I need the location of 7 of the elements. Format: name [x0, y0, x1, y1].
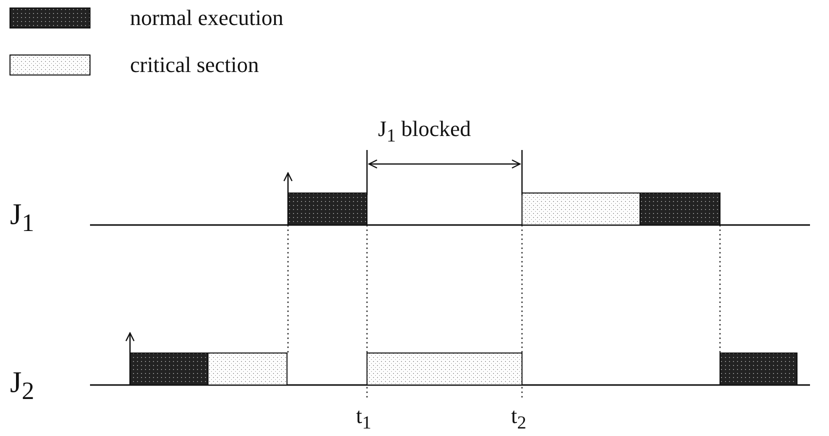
legend-text: normal execution	[130, 7, 284, 29]
legend-text: critical section	[130, 54, 259, 76]
time-label: t$_{1}$	[356, 405, 372, 432]
job-label: J$_{2}$	[10, 368, 34, 404]
interval-label: J$_{1}$ blocked	[378, 118, 471, 145]
time-label: t$_{2}$	[511, 405, 526, 432]
job-label: J$_{1}$	[10, 200, 34, 236]
